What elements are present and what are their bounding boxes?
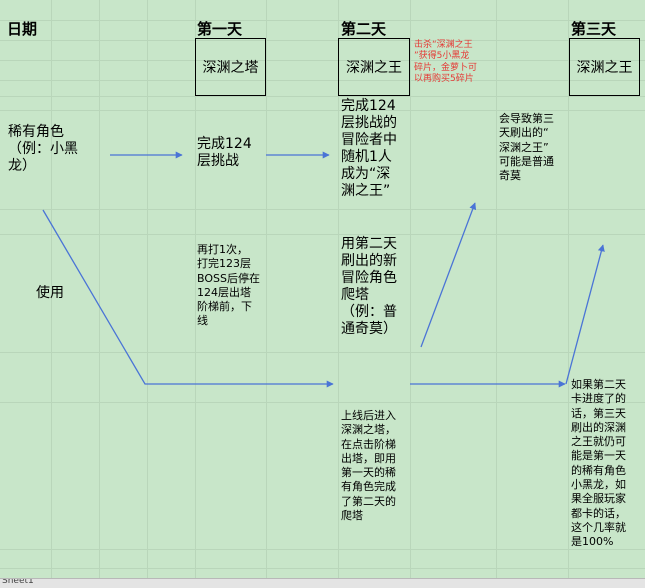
status-bar: Sheet1 — [0, 578, 645, 588]
day2-complete-note[interactable]: 完成124 层挑战的 冒险者中 随机1人 成为“深 渊之王” — [341, 98, 397, 200]
king-day2-label: 深渊之王 — [346, 60, 402, 76]
arrow-day2-up — [420, 202, 477, 348]
day3-condition-note[interactable]: 如果第二天 卡进度了的 话，第三天 刷出的深渊 之王就仍可 能是第一天 的稀有角… — [571, 378, 626, 549]
header-day3[interactable]: 第三天 — [571, 20, 617, 38]
use-label[interactable]: 使用 — [36, 285, 64, 301]
day2-newrole-note[interactable]: 用第二天 刷出的新 冒险角色 爬塔 （例：普 通奇莫） — [341, 236, 397, 338]
tower-day1-label: 深渊之塔 — [202, 60, 259, 76]
day1-replay-note[interactable]: 再打1次， 打完123层 BOSS后停在 124层出塔 阶梯前，下 线 — [197, 243, 260, 328]
header-day1[interactable]: 第一天 — [197, 20, 243, 38]
king-day3-box[interactable]: 深渊之王 — [569, 38, 640, 96]
day3-result-note[interactable]: 会导致第三 天刷出的“ 深渊之王” 可能是普通 奇莫 — [499, 112, 554, 183]
tower-day1-box[interactable]: 深渊之塔 — [195, 38, 266, 96]
day1-complete-note[interactable]: 完成124 层挑战 — [197, 136, 252, 170]
rare-role-note[interactable]: 稀有角色 （例：小黑 龙） — [8, 124, 78, 175]
sheet-tab[interactable]: Sheet1 — [2, 578, 34, 586]
arrow-use-path — [42, 209, 334, 388]
day2-reward-note[interactable]: 击杀“深渊之王 ”获得5小黑龙 碎片，金萝卜可 以再购买5碎片 — [414, 40, 478, 84]
day2-login-note[interactable]: 上线后进入 深渊之塔， 在点击阶梯 出塔，即用 第一天的稀 有角色完成 了第二天… — [341, 409, 396, 523]
header-day2[interactable]: 第二天 — [341, 20, 387, 38]
king-day3-label: 深渊之王 — [576, 60, 633, 76]
arrow-day3-up — [565, 244, 605, 385]
header-date[interactable]: 日期 — [7, 20, 38, 38]
king-day2-box[interactable]: 深渊之王 — [338, 38, 410, 96]
